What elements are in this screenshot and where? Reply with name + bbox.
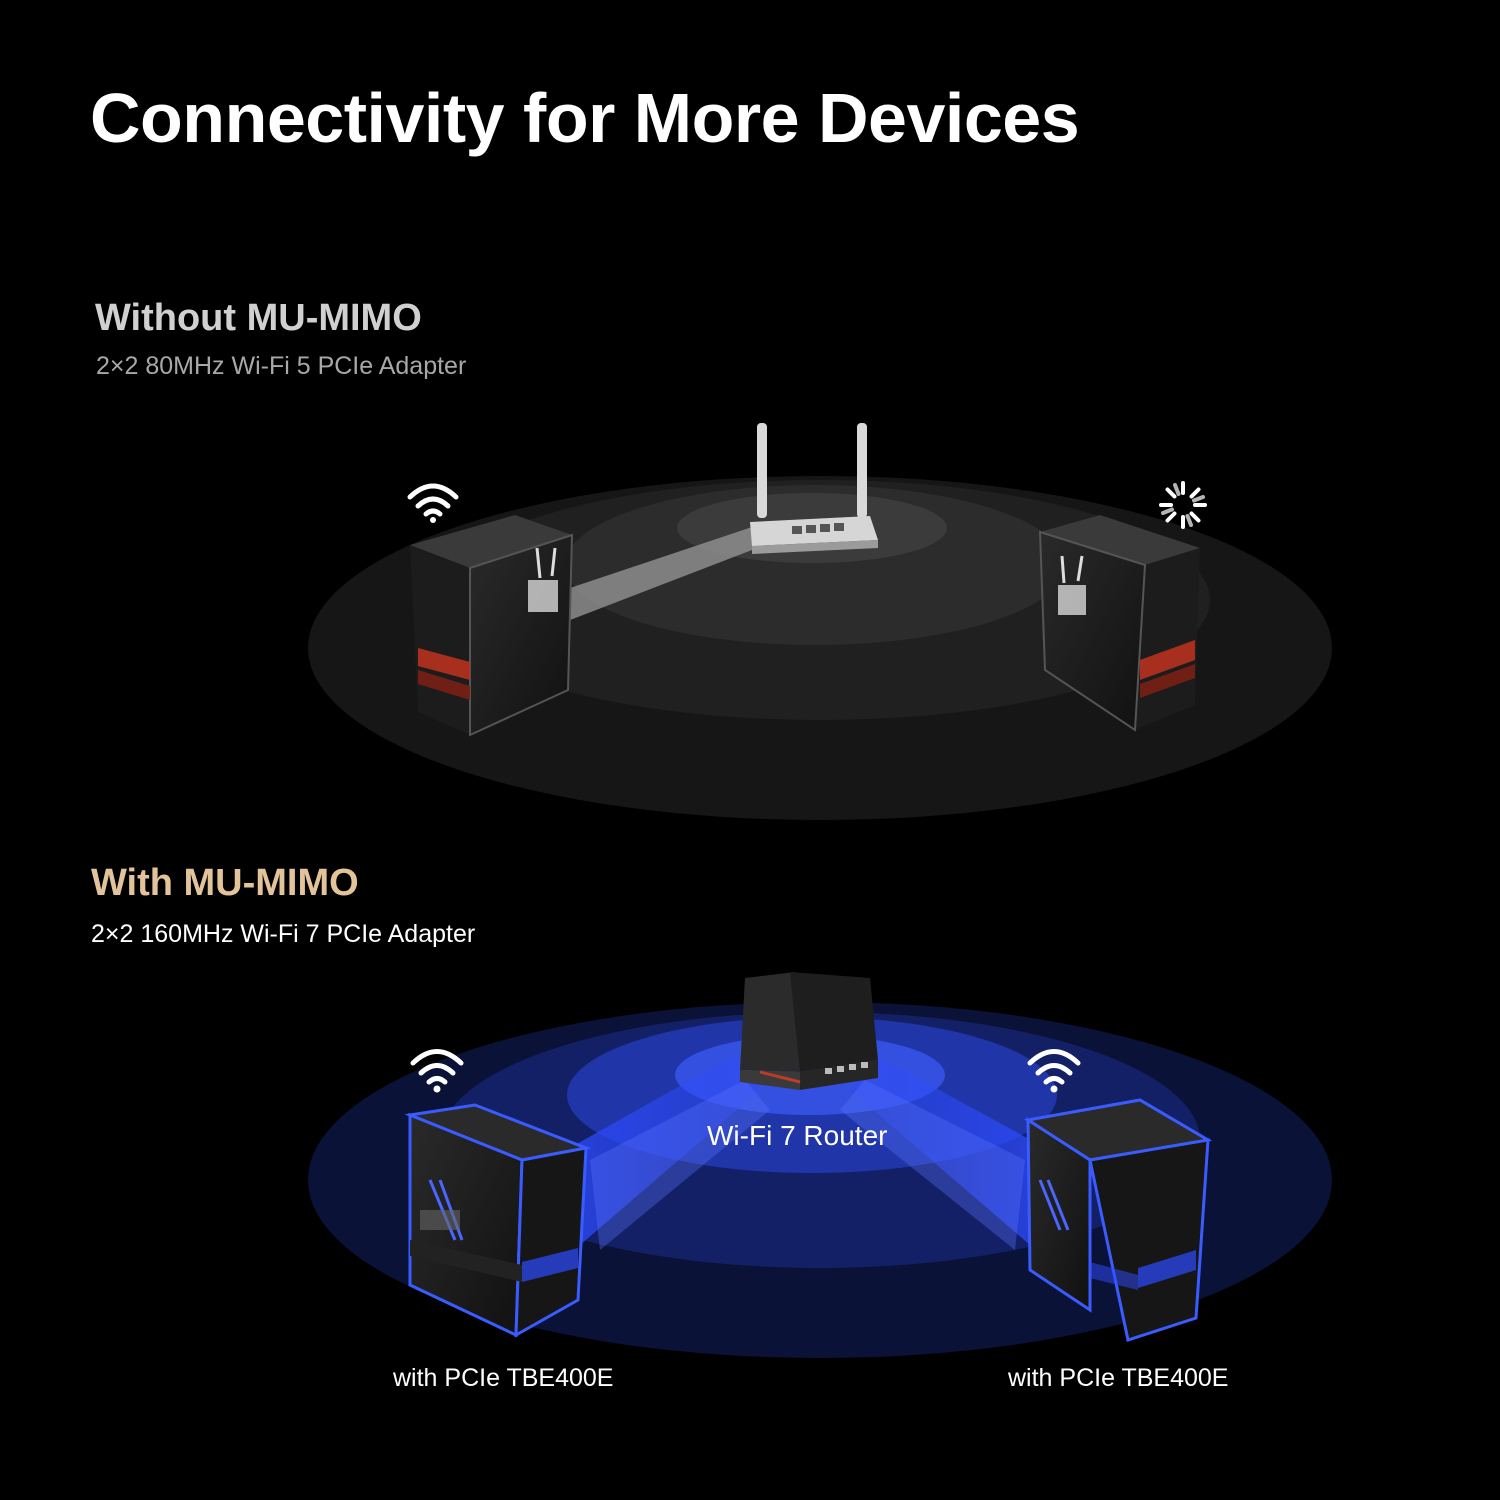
with-mumimo-subtitle: 2×2 160MHz Wi-Fi 7 PCIe Adapter [91,920,476,948]
without-mumimo-title: Without MU-MIMO [95,297,422,339]
with-mumimo-title: With MU-MIMO [91,862,359,904]
loading-spinner-icon [1159,481,1207,529]
page-title: Connectivity for More Devices [90,79,1080,157]
router-icon [750,423,878,554]
left-pc-label: with PCIe TBE400E [393,1364,614,1392]
wifi-icon [407,483,459,523]
pc-tower-icon [1038,515,1200,732]
wifi-icon [410,1049,464,1093]
wifi-icon [1027,1049,1081,1093]
pc-tower-icon [404,1103,592,1338]
pc-tower-icon [1023,1098,1213,1342]
router-label: Wi-Fi 7 Router [707,1120,888,1151]
router-icon [740,972,878,1090]
without-scene [308,423,1332,820]
right-pc-label: with PCIe TBE400E [1008,1364,1229,1392]
with-scene [308,972,1332,1358]
without-mumimo-subtitle: 2×2 80MHz Wi-Fi 5 PCIe Adapter [96,352,467,380]
pc-tower-icon [410,515,574,737]
